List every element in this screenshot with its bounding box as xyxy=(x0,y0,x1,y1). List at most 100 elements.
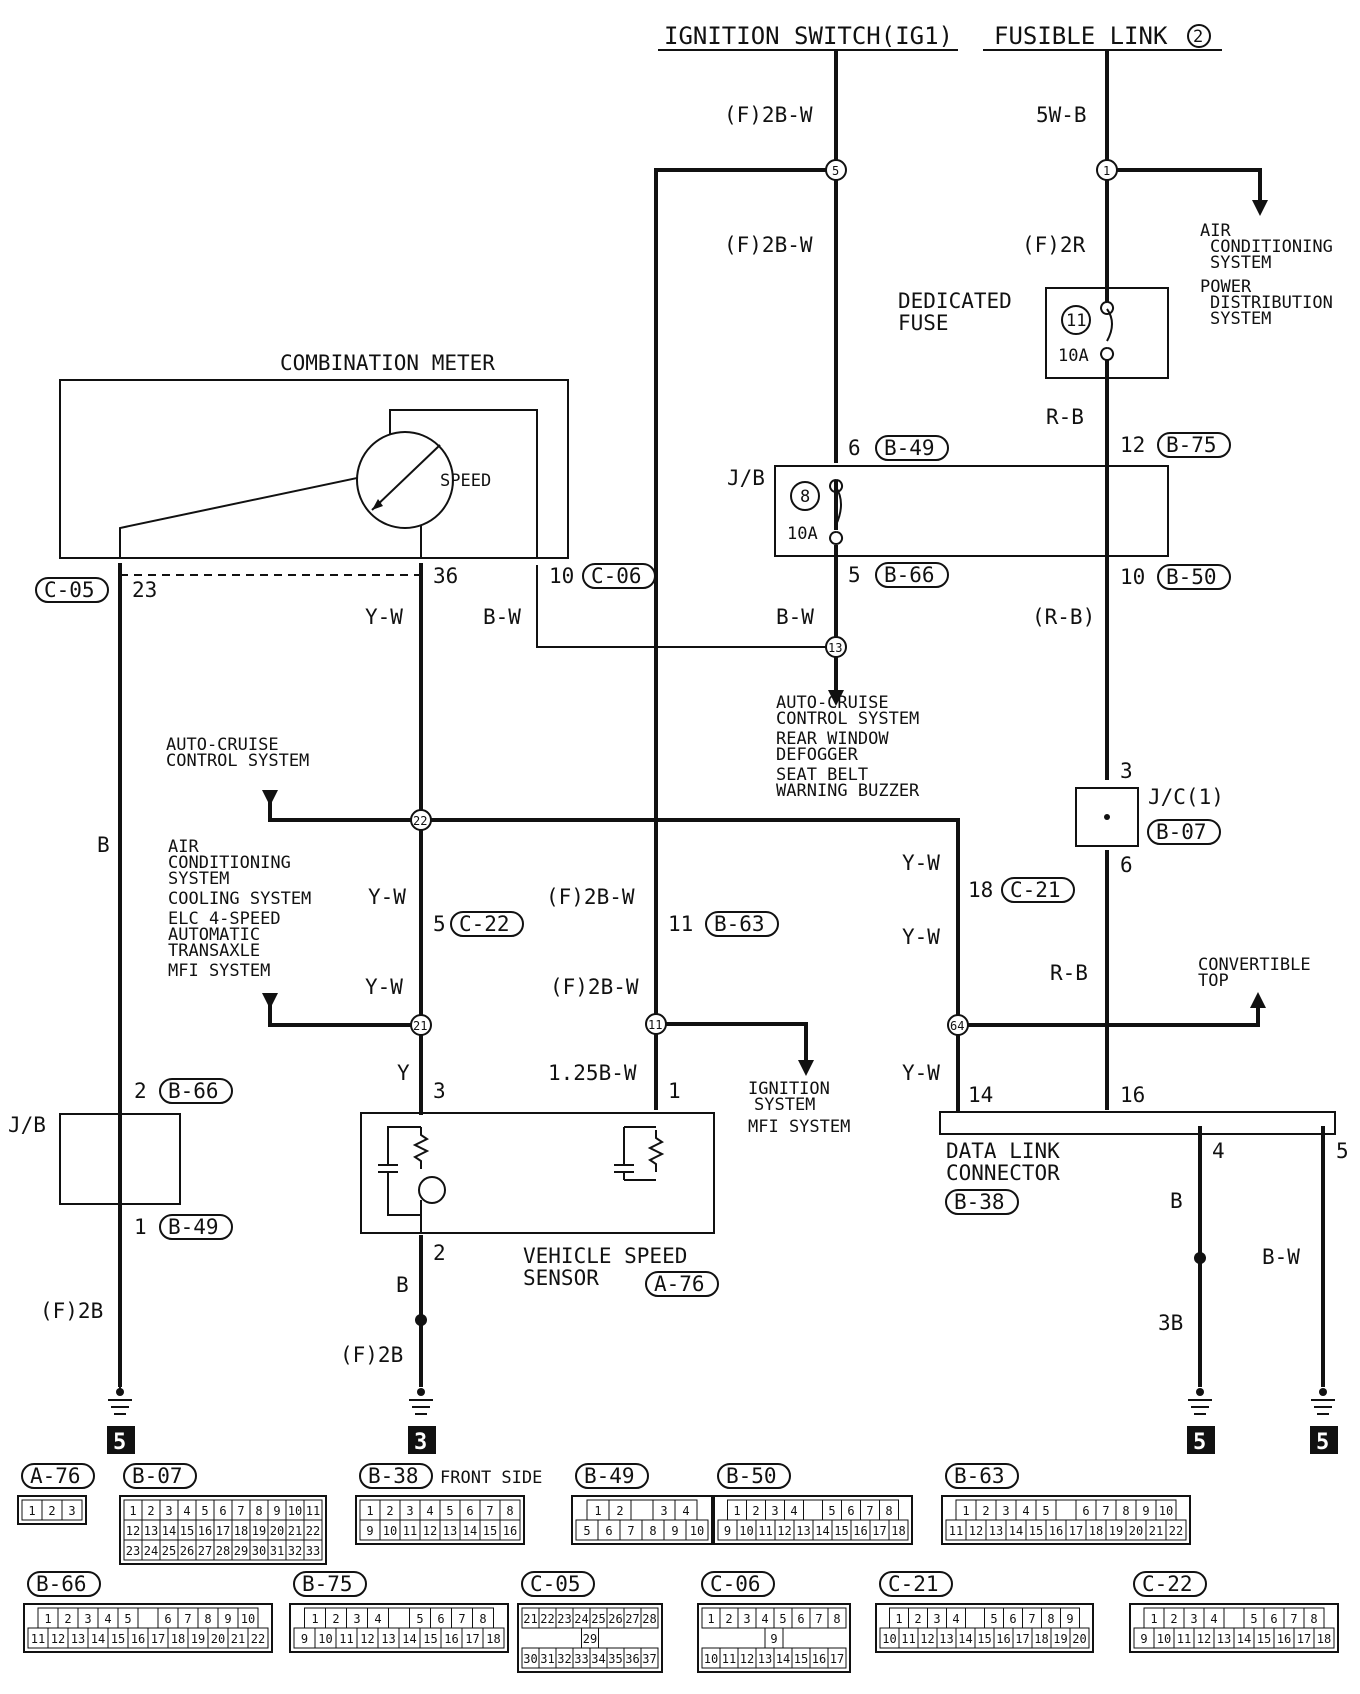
svg-text:B-38: B-38 xyxy=(954,1190,1005,1214)
pinout-pin: 6 xyxy=(1270,1612,1277,1626)
svg-text:AUTOMATIC: AUTOMATIC xyxy=(168,925,260,945)
pinout-name: B-49 xyxy=(584,1464,635,1488)
ground-left: 5 xyxy=(107,1387,135,1455)
svg-text:21: 21 xyxy=(413,1019,427,1033)
svg-text:3: 3 xyxy=(414,1430,427,1455)
pinout-pin: 5 xyxy=(1042,1504,1049,1518)
pinout-suffix: FRONT SIDE xyxy=(440,1468,542,1488)
vss-label-2: SENSOR xyxy=(523,1266,599,1290)
pinout-pin: 2 xyxy=(914,1612,921,1626)
pinout-pin: 10 xyxy=(1157,1632,1171,1646)
pinout-pin: 6 xyxy=(219,1504,226,1518)
pinout-pin: 1 xyxy=(1150,1612,1157,1626)
pinout-pin: 2 xyxy=(616,1504,623,1518)
pinout-name: B-50 xyxy=(726,1464,777,1488)
pinout-pin: 14 xyxy=(402,1632,416,1646)
pinout-pin: 6 xyxy=(164,1612,171,1626)
svg-text:B-W: B-W xyxy=(483,605,521,629)
pinout-pin: 11 xyxy=(339,1632,353,1646)
svg-text:2: 2 xyxy=(433,1241,446,1265)
svg-text:COOLING SYSTEM: COOLING SYSTEM xyxy=(168,889,311,909)
joint-connector-1: J/C(1) xyxy=(1075,785,1224,847)
pinout-pin: 12 xyxy=(777,1524,791,1538)
pinout-pin: 2 xyxy=(48,1504,55,1518)
node-21: 21 xyxy=(410,1014,432,1036)
svg-text:4: 4 xyxy=(1212,1139,1225,1163)
svg-text:18: 18 xyxy=(968,878,993,902)
svg-text:5: 5 xyxy=(1193,1430,1206,1455)
pinout-pin: 22 xyxy=(540,1612,554,1626)
pinout-name: C-21 xyxy=(888,1572,939,1596)
tag-c22: C-22 xyxy=(450,911,524,937)
pinout-pin: 21 xyxy=(1149,1524,1163,1538)
pinout-pin: 21 xyxy=(231,1632,245,1646)
pinout-pin: 11 xyxy=(31,1632,45,1646)
svg-text:B-75: B-75 xyxy=(1166,433,1217,457)
jc1-label: J/C(1) xyxy=(1148,785,1224,809)
pinout-pin: 3 xyxy=(933,1612,940,1626)
pinout-pin: 3 xyxy=(660,1504,667,1518)
pinout-pin: 18 xyxy=(171,1632,185,1646)
pinout-pin: 4 xyxy=(1022,1504,1029,1518)
svg-text:23: 23 xyxy=(132,578,157,602)
junction-block-left: J/B xyxy=(8,1113,181,1205)
svg-text:ELC 4-SPEED: ELC 4-SPEED xyxy=(168,909,281,929)
pinout-pin: 9 xyxy=(770,1632,777,1646)
pinout-pin: 4 xyxy=(374,1612,381,1626)
pinout-pin: 11 xyxy=(306,1504,320,1518)
pinout-pin: 23 xyxy=(126,1544,140,1558)
pinout-pin: 14 xyxy=(958,1632,972,1646)
svg-text:REAR WINDOW: REAR WINDOW xyxy=(776,729,889,749)
svg-text:B-49: B-49 xyxy=(168,1215,219,1239)
svg-text:5: 5 xyxy=(1336,1139,1349,1163)
pinout-pin: 24 xyxy=(144,1544,158,1558)
pinout-pin: 20 xyxy=(1072,1632,1086,1646)
svg-text:B-66: B-66 xyxy=(168,1079,219,1103)
pinout-pin: 31 xyxy=(270,1544,284,1558)
pinout-pin: 1 xyxy=(962,1504,969,1518)
pinout-pin: 17 xyxy=(872,1524,886,1538)
svg-text:(F)2R: (F)2R xyxy=(1022,233,1086,257)
junction-block-upper: J/B 8 10A xyxy=(727,465,1169,557)
pinout-pin: 20 xyxy=(270,1524,284,1538)
pinout-pin: 13 xyxy=(989,1524,1003,1538)
pinout-pin: 18 xyxy=(1317,1632,1331,1646)
pinout-pin: 7 xyxy=(1102,1504,1109,1518)
pinout-pin: 16 xyxy=(996,1632,1010,1646)
pinout-pin: 30 xyxy=(523,1652,537,1666)
pinout-pin: 12 xyxy=(51,1632,65,1646)
pinout-pin: 8 xyxy=(204,1612,211,1626)
pinout-pin: 5 xyxy=(828,1504,835,1518)
pinout-pin: 9 xyxy=(301,1632,308,1646)
tag-b66: B-66 xyxy=(875,562,949,588)
fuse-11-rating: 10A xyxy=(1058,346,1089,366)
svg-text:POWER: POWER xyxy=(1200,277,1252,297)
ignition-switch-source: IGNITION SWITCH(IG1) xyxy=(658,22,958,51)
wire-node11-bus xyxy=(656,1022,808,1060)
splice-nodes: 5 1 13 22 21 11 64 xyxy=(410,159,1206,1326)
dedicated-fuse-label-1: DEDICATED xyxy=(898,289,1012,313)
pinout-pin: 13 xyxy=(1217,1632,1231,1646)
pinout-pin: 2 xyxy=(386,1504,393,1518)
pinout-pin: 11 xyxy=(949,1524,963,1538)
pinout-pin: 16 xyxy=(853,1524,867,1538)
svg-text:10: 10 xyxy=(549,564,574,588)
pinout-pin: 11 xyxy=(1177,1632,1191,1646)
svg-text:(F)2B: (F)2B xyxy=(340,1343,403,1367)
pinout-pin: 21 xyxy=(523,1612,537,1626)
svg-text:CONTROL SYSTEM: CONTROL SYSTEM xyxy=(776,709,919,729)
svg-text:5: 5 xyxy=(832,164,839,178)
svg-text:CONDITIONING: CONDITIONING xyxy=(168,853,291,873)
pinout-pin: 3 xyxy=(771,1504,778,1518)
pinout-pin: 6 xyxy=(437,1612,444,1626)
tag-c05: C-05 xyxy=(35,577,109,603)
svg-text:16: 16 xyxy=(1120,1083,1145,1107)
svg-text:CONDITIONING: CONDITIONING xyxy=(1210,237,1333,257)
pinout-pin: 5 xyxy=(990,1612,997,1626)
node-64: 64 xyxy=(947,1014,969,1036)
svg-text:SYSTEM: SYSTEM xyxy=(1210,309,1271,329)
